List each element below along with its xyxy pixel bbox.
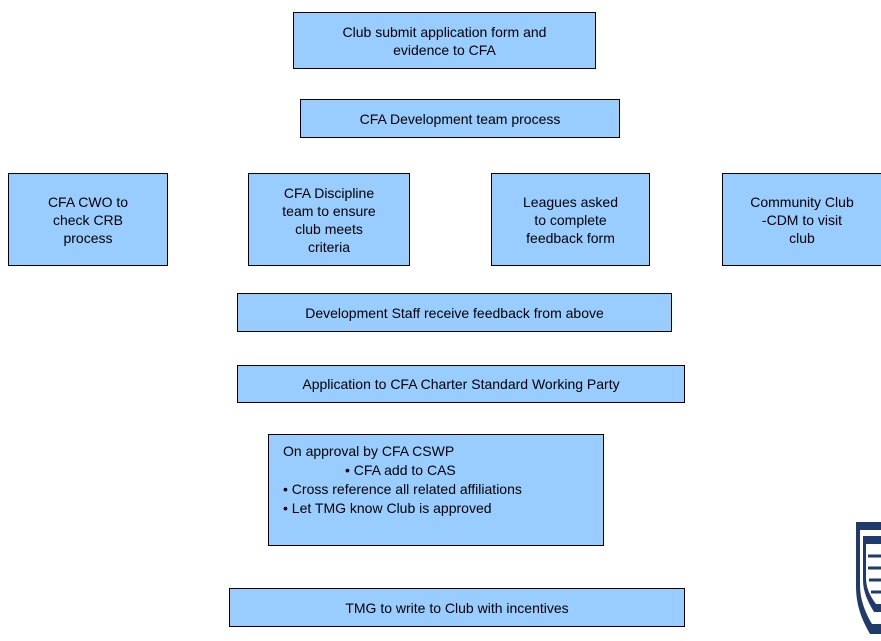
check-leagues-feedback: Leagues asked to complete feedback form [491,173,650,266]
check-discipline-team-line-3: club meets [295,220,363,237]
check-cwo-crb-line-1: CFA CWO to [47,193,129,210]
shield-crest-icon [848,516,881,636]
check-discipline-team-line-4: criteria [307,238,350,255]
step-submit-application-line-1: Club submit application form and [342,23,547,40]
check-cwo-crb-line-2: check CRB [52,211,124,228]
step-submit-application: Club submit application form and evidenc… [293,12,596,69]
check-community-club-visit-line-2: -CDM to visit [761,211,843,228]
step-staff-receive-feedback: Development Staff receive feedback from … [237,293,672,332]
step-submit-application-line-2: evidence to CFA [393,41,496,58]
bullet-icon: • [283,500,292,516]
step-staff-receive-feedback-label: Development Staff receive feedback from … [305,304,604,321]
approval-bullet-text: Let TMG know Club is approved [291,500,492,516]
step-development-team-process-label: CFA Development team process [359,110,561,127]
approval-bullet-text: Cross reference all related affiliations [291,481,522,497]
step-application-to-working-party: Application to CFA Charter Standard Work… [237,365,685,403]
check-leagues-feedback-line-3: feedback form [526,229,615,246]
step-write-to-club-label: TMG to write to Club with incentives [345,599,569,616]
check-discipline-team: CFA Discipline team to ensure club meets… [248,173,410,266]
check-community-club-visit-line-1: Community Club [750,193,854,210]
check-cwo-crb: CFA CWO to check CRB process [8,173,168,266]
check-discipline-team-line-2: team to ensure [282,202,376,219]
approval-bullet-item: • Let TMG know Club is approved [283,499,603,518]
check-discipline-team-line-1: CFA Discipline [283,184,375,201]
approval-bullet-item: • Cross reference all related affiliatio… [283,480,603,499]
approval-heading: On approval by CFA CSWP [283,443,455,459]
bullet-icon: • [283,481,292,497]
check-community-club-visit-line-3: club [789,229,815,246]
step-write-to-club: TMG to write to Club with incentives [229,588,685,627]
check-community-club-visit: Community Club -CDM to visit club [722,173,881,266]
step-application-to-working-party-label: Application to CFA Charter Standard Work… [302,376,620,392]
check-cwo-crb-line-3: process [63,229,113,246]
step-development-team-process: CFA Development team process [300,99,620,138]
bullet-icon: • [345,462,354,478]
check-leagues-feedback-line-2: to complete [534,211,607,228]
check-leagues-feedback-line-1: Leagues asked [523,193,618,210]
approval-bullet-item: • CFA add to CAS [283,461,603,480]
step-approval: On approval by CFA CSWP • CFA add to CAS… [268,434,604,546]
approval-bullet-text: CFA add to CAS [353,462,456,478]
